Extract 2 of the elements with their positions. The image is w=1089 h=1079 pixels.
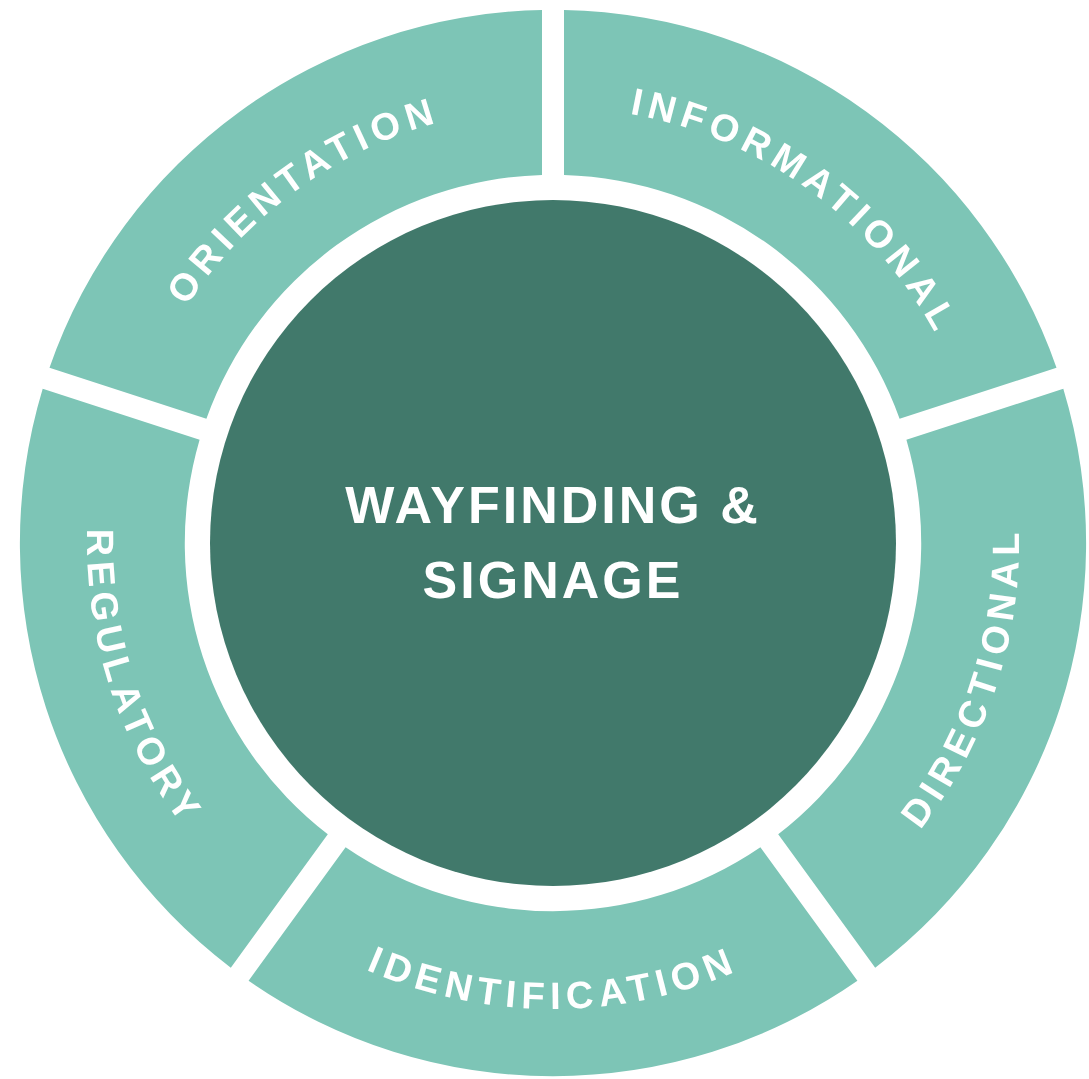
- segment-label: IDENTIFICATION: [362, 938, 744, 1018]
- center-title: WAYFINDING & SIGNAGE: [344, 474, 762, 611]
